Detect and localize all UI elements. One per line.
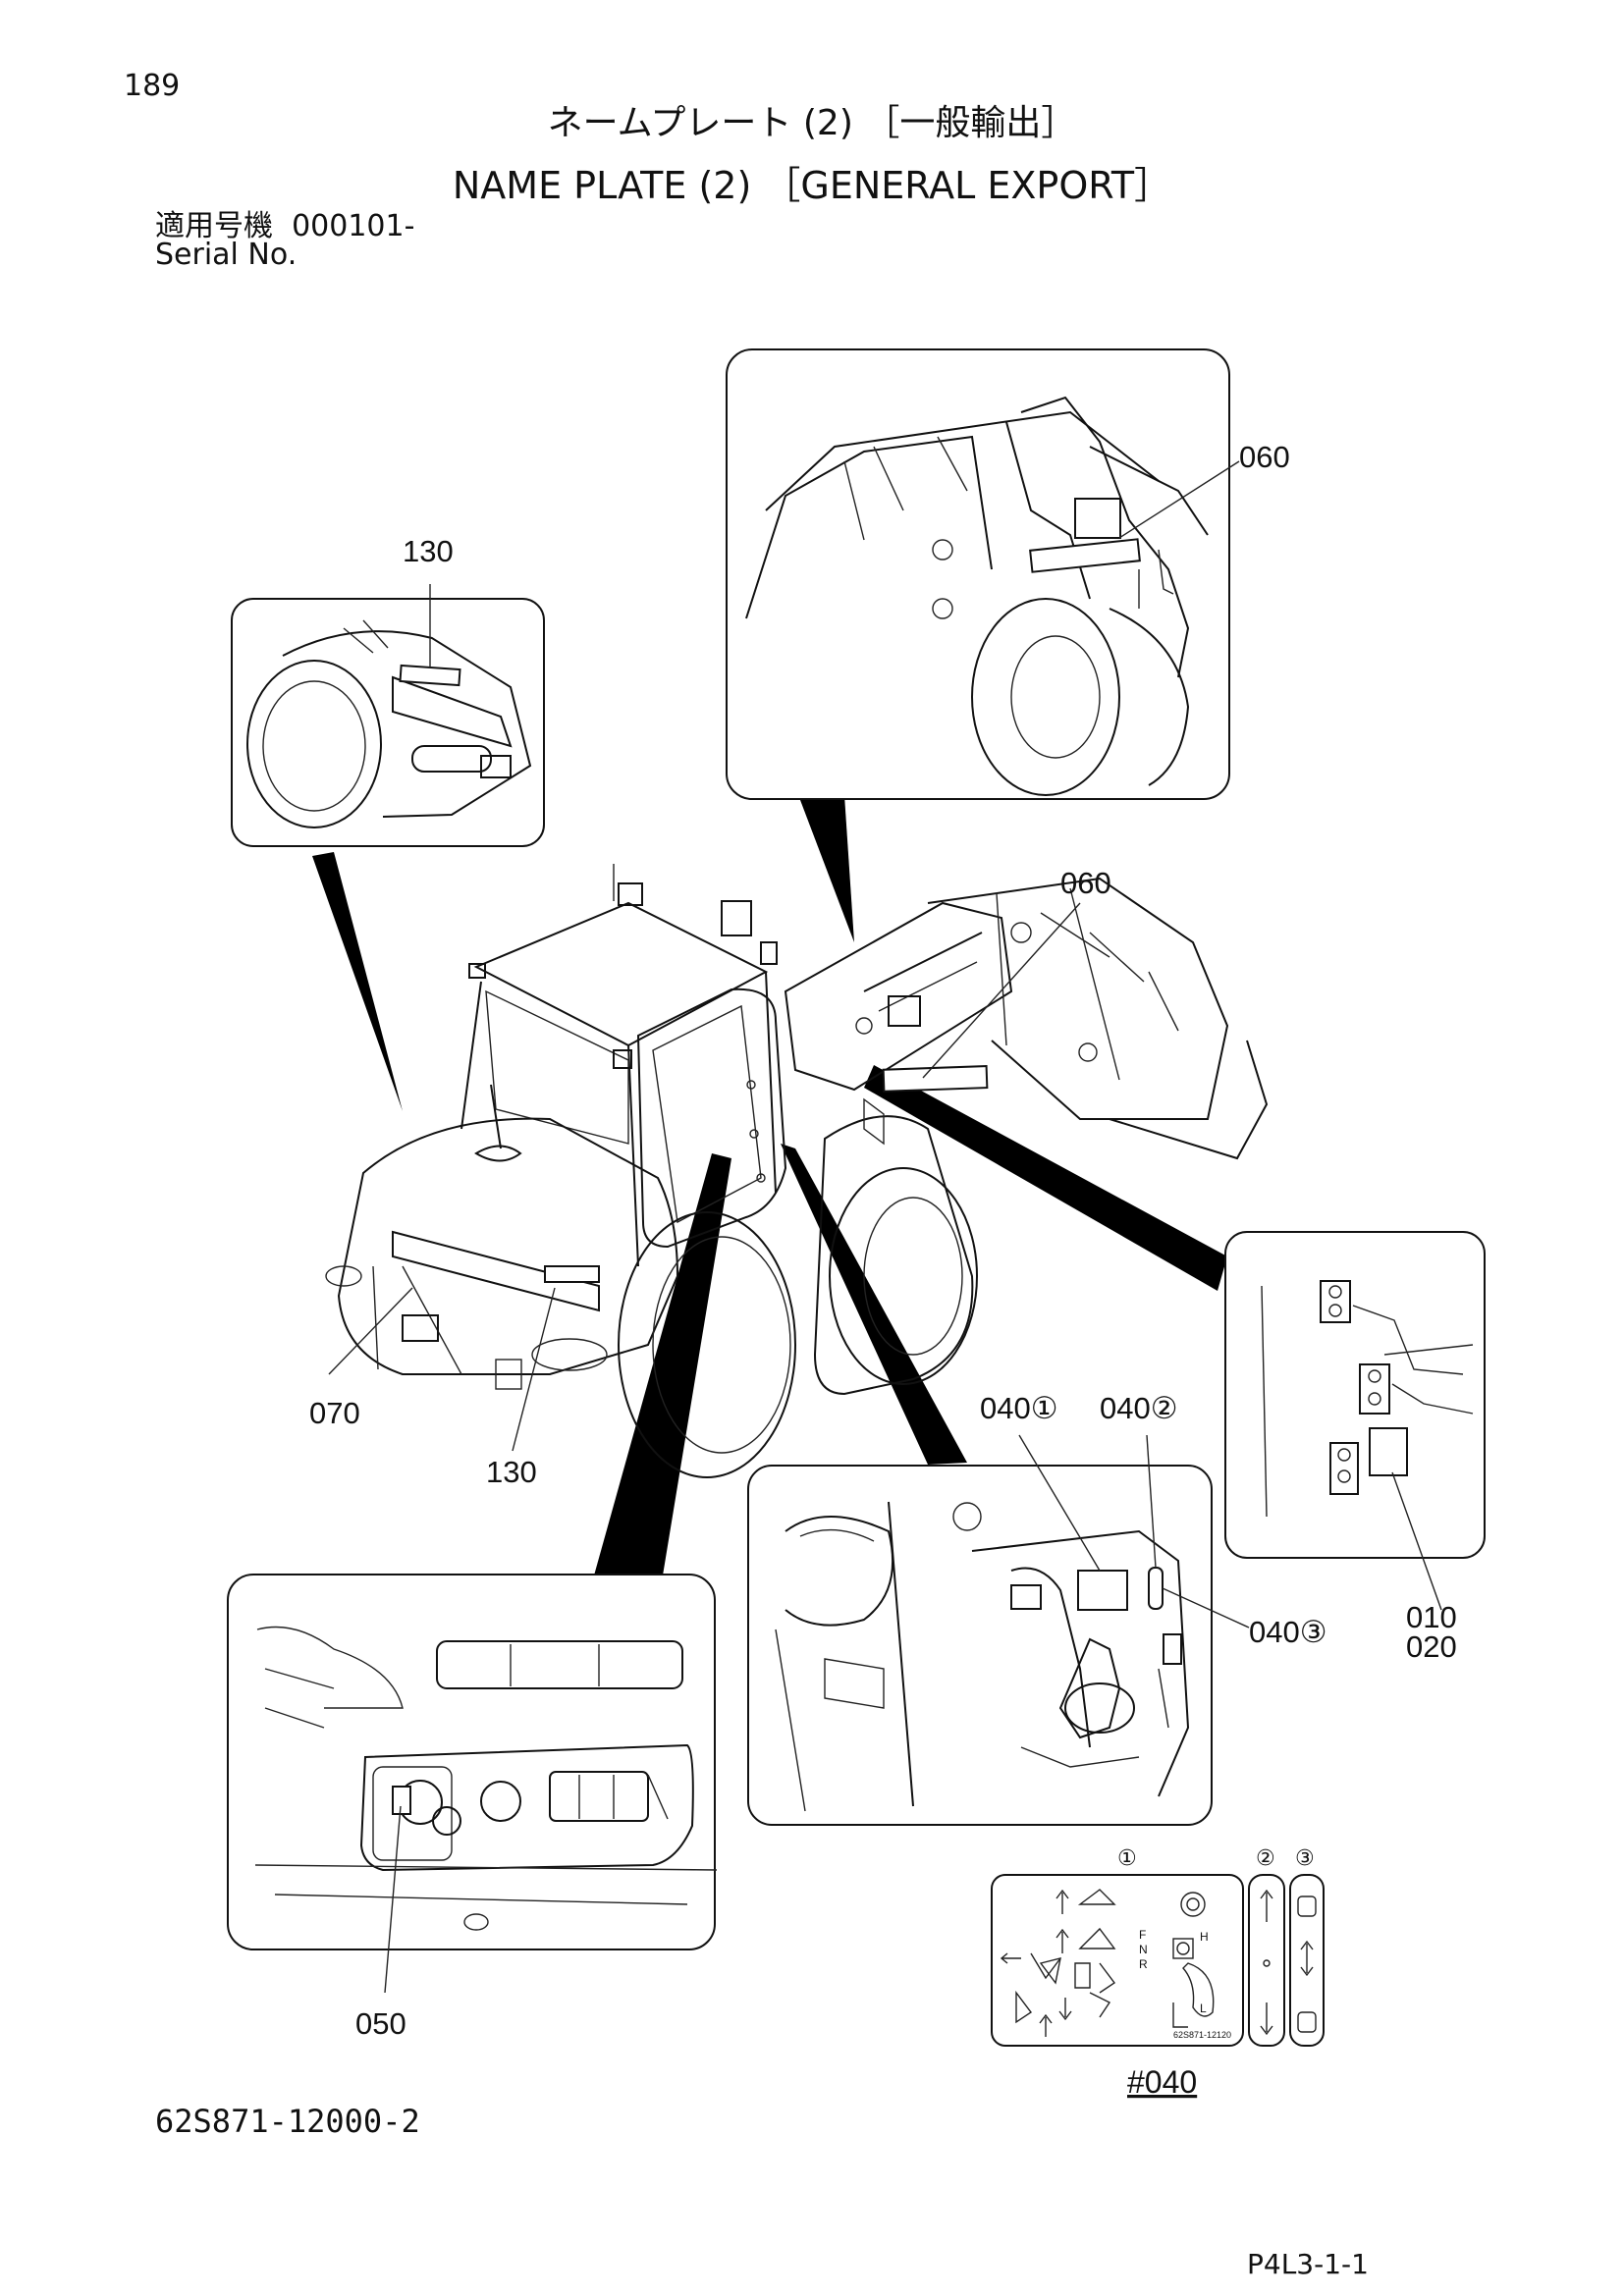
decal-letter-h: H xyxy=(1200,1930,1209,1944)
callout-050: 050 xyxy=(355,2006,406,2041)
detail-frame-boom-nameplate xyxy=(726,348,1240,800)
decal-head-3: ③ xyxy=(1295,1845,1315,1870)
callout-040-1: 040① xyxy=(980,1391,1058,1425)
callout-040-2: 040② xyxy=(1100,1391,1178,1425)
decal-letter-f: F xyxy=(1139,1928,1146,1942)
detail-frame-cab-plates xyxy=(747,1434,1250,1826)
leader-040-3 xyxy=(1162,1587,1250,1629)
callout-010: 010 xyxy=(1406,1600,1457,1634)
page-title-japanese: ネームプレート (2) ［一般輸出］ xyxy=(547,103,1077,143)
leader-050 xyxy=(384,1805,402,1994)
detail-frame-front-nameplate xyxy=(231,584,545,847)
decal-letter-n: N xyxy=(1139,1943,1148,1956)
connector-wedge-boom-detail xyxy=(800,795,854,942)
document-number: 62S871-12000-2 xyxy=(155,2103,420,2140)
connector-wedge-front-detail xyxy=(312,852,403,1111)
callout-060-top: 060 xyxy=(1239,440,1290,474)
callout-020: 020 xyxy=(1406,1629,1457,1664)
callout-130-bottom: 130 xyxy=(486,1455,537,1489)
serial-number-line: 適用号機 000101- xyxy=(155,201,414,244)
detail-frame-panel-plate xyxy=(227,1574,718,1994)
connector-wedge-bracket-detail xyxy=(864,1065,1227,1291)
nameplate-060-main xyxy=(882,1065,989,1093)
leader-070 xyxy=(328,1287,413,1375)
detail-frame-bracket-plate xyxy=(1224,1231,1486,1611)
callout-130-top: 130 xyxy=(403,534,454,568)
plate-040-1 xyxy=(1077,1570,1128,1611)
serial-label-japanese: 適用号機 xyxy=(155,209,273,243)
page-title-english: NAME PLATE (2) ［GENERAL EXPORT］ xyxy=(452,164,1172,207)
leader-040-2 xyxy=(1146,1434,1157,1569)
connector-wedge-panel-detail xyxy=(594,1153,731,1575)
callout-040-3: 040③ xyxy=(1249,1615,1327,1649)
leader-130-bottom xyxy=(512,1287,556,1452)
decal-letter-r: R xyxy=(1139,1957,1148,1971)
decal-caption: #040 xyxy=(1127,2064,1197,2100)
nameplate-130-detail xyxy=(399,664,461,687)
connector-wedge-cab-detail xyxy=(781,1144,967,1465)
wheel-loader-illustration xyxy=(325,864,1269,1478)
callout-060-main: 060 xyxy=(1060,866,1111,900)
nameplate-060-detail xyxy=(1029,538,1141,573)
page-code: P4L3-1-1 xyxy=(1247,2248,1369,2280)
plate-040-2 xyxy=(1148,1567,1164,1610)
decal-part-number: 62S871-12120 xyxy=(1173,2030,1231,2040)
decal-letter-l: L xyxy=(1200,2002,1207,2015)
serial-value: 000101- xyxy=(292,209,415,243)
nameplate-010-020 xyxy=(1369,1427,1408,1476)
nameplate-130-main xyxy=(544,1265,600,1283)
leader-040-1 xyxy=(1018,1434,1101,1572)
callout-070: 070 xyxy=(309,1396,360,1430)
decal-head-2: ② xyxy=(1256,1845,1275,1870)
leader-010-020 xyxy=(1391,1471,1442,1611)
page-number: 189 xyxy=(124,69,181,103)
plate-050 xyxy=(392,1786,411,1815)
decal-head-1: ① xyxy=(1117,1845,1137,1870)
decal-040-detail xyxy=(991,1874,1325,2047)
serial-label-english: Serial No. xyxy=(155,238,298,272)
leader-060-detail xyxy=(1118,460,1240,539)
leader-060-main xyxy=(922,902,1081,1079)
